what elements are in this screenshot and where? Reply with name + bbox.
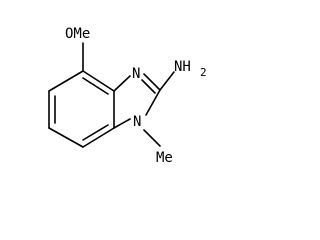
- bond-c3a-n3: [113, 75, 131, 92]
- bond-c2-n1: [145, 89, 161, 116]
- imidazole-ring: [113, 73, 161, 129]
- bond-n3-c2: [143, 73, 161, 91]
- amine-label: NH: [174, 59, 191, 75]
- methyl-label: Me: [156, 150, 173, 166]
- methoxy-label: OMe: [65, 26, 90, 42]
- double-bond-c7-c7a: [82, 124, 109, 141]
- amine-subscript: 2: [200, 66, 207, 79]
- benzene-ring: [48, 70, 115, 148]
- bond-c2-nh2: [159, 71, 175, 91]
- double-bond-c3a-c4: [82, 77, 109, 95]
- bond-n1-methyl: [143, 129, 161, 147]
- bond-c7-c7a: [82, 127, 115, 148]
- ring-n-top-label: N: [132, 66, 140, 82]
- ring-n-bottom-label: N: [133, 114, 141, 130]
- bond-n1-c7a: [113, 118, 131, 129]
- bond-c3a-c4: [82, 70, 115, 92]
- double-bond-n3-c2: [141, 79, 156, 94]
- bond-c4-c5: [48, 70, 84, 92]
- chemical-structure: OMe N NH 2 N Me: [48, 26, 207, 166]
- bond-c6-c7: [48, 127, 84, 148]
